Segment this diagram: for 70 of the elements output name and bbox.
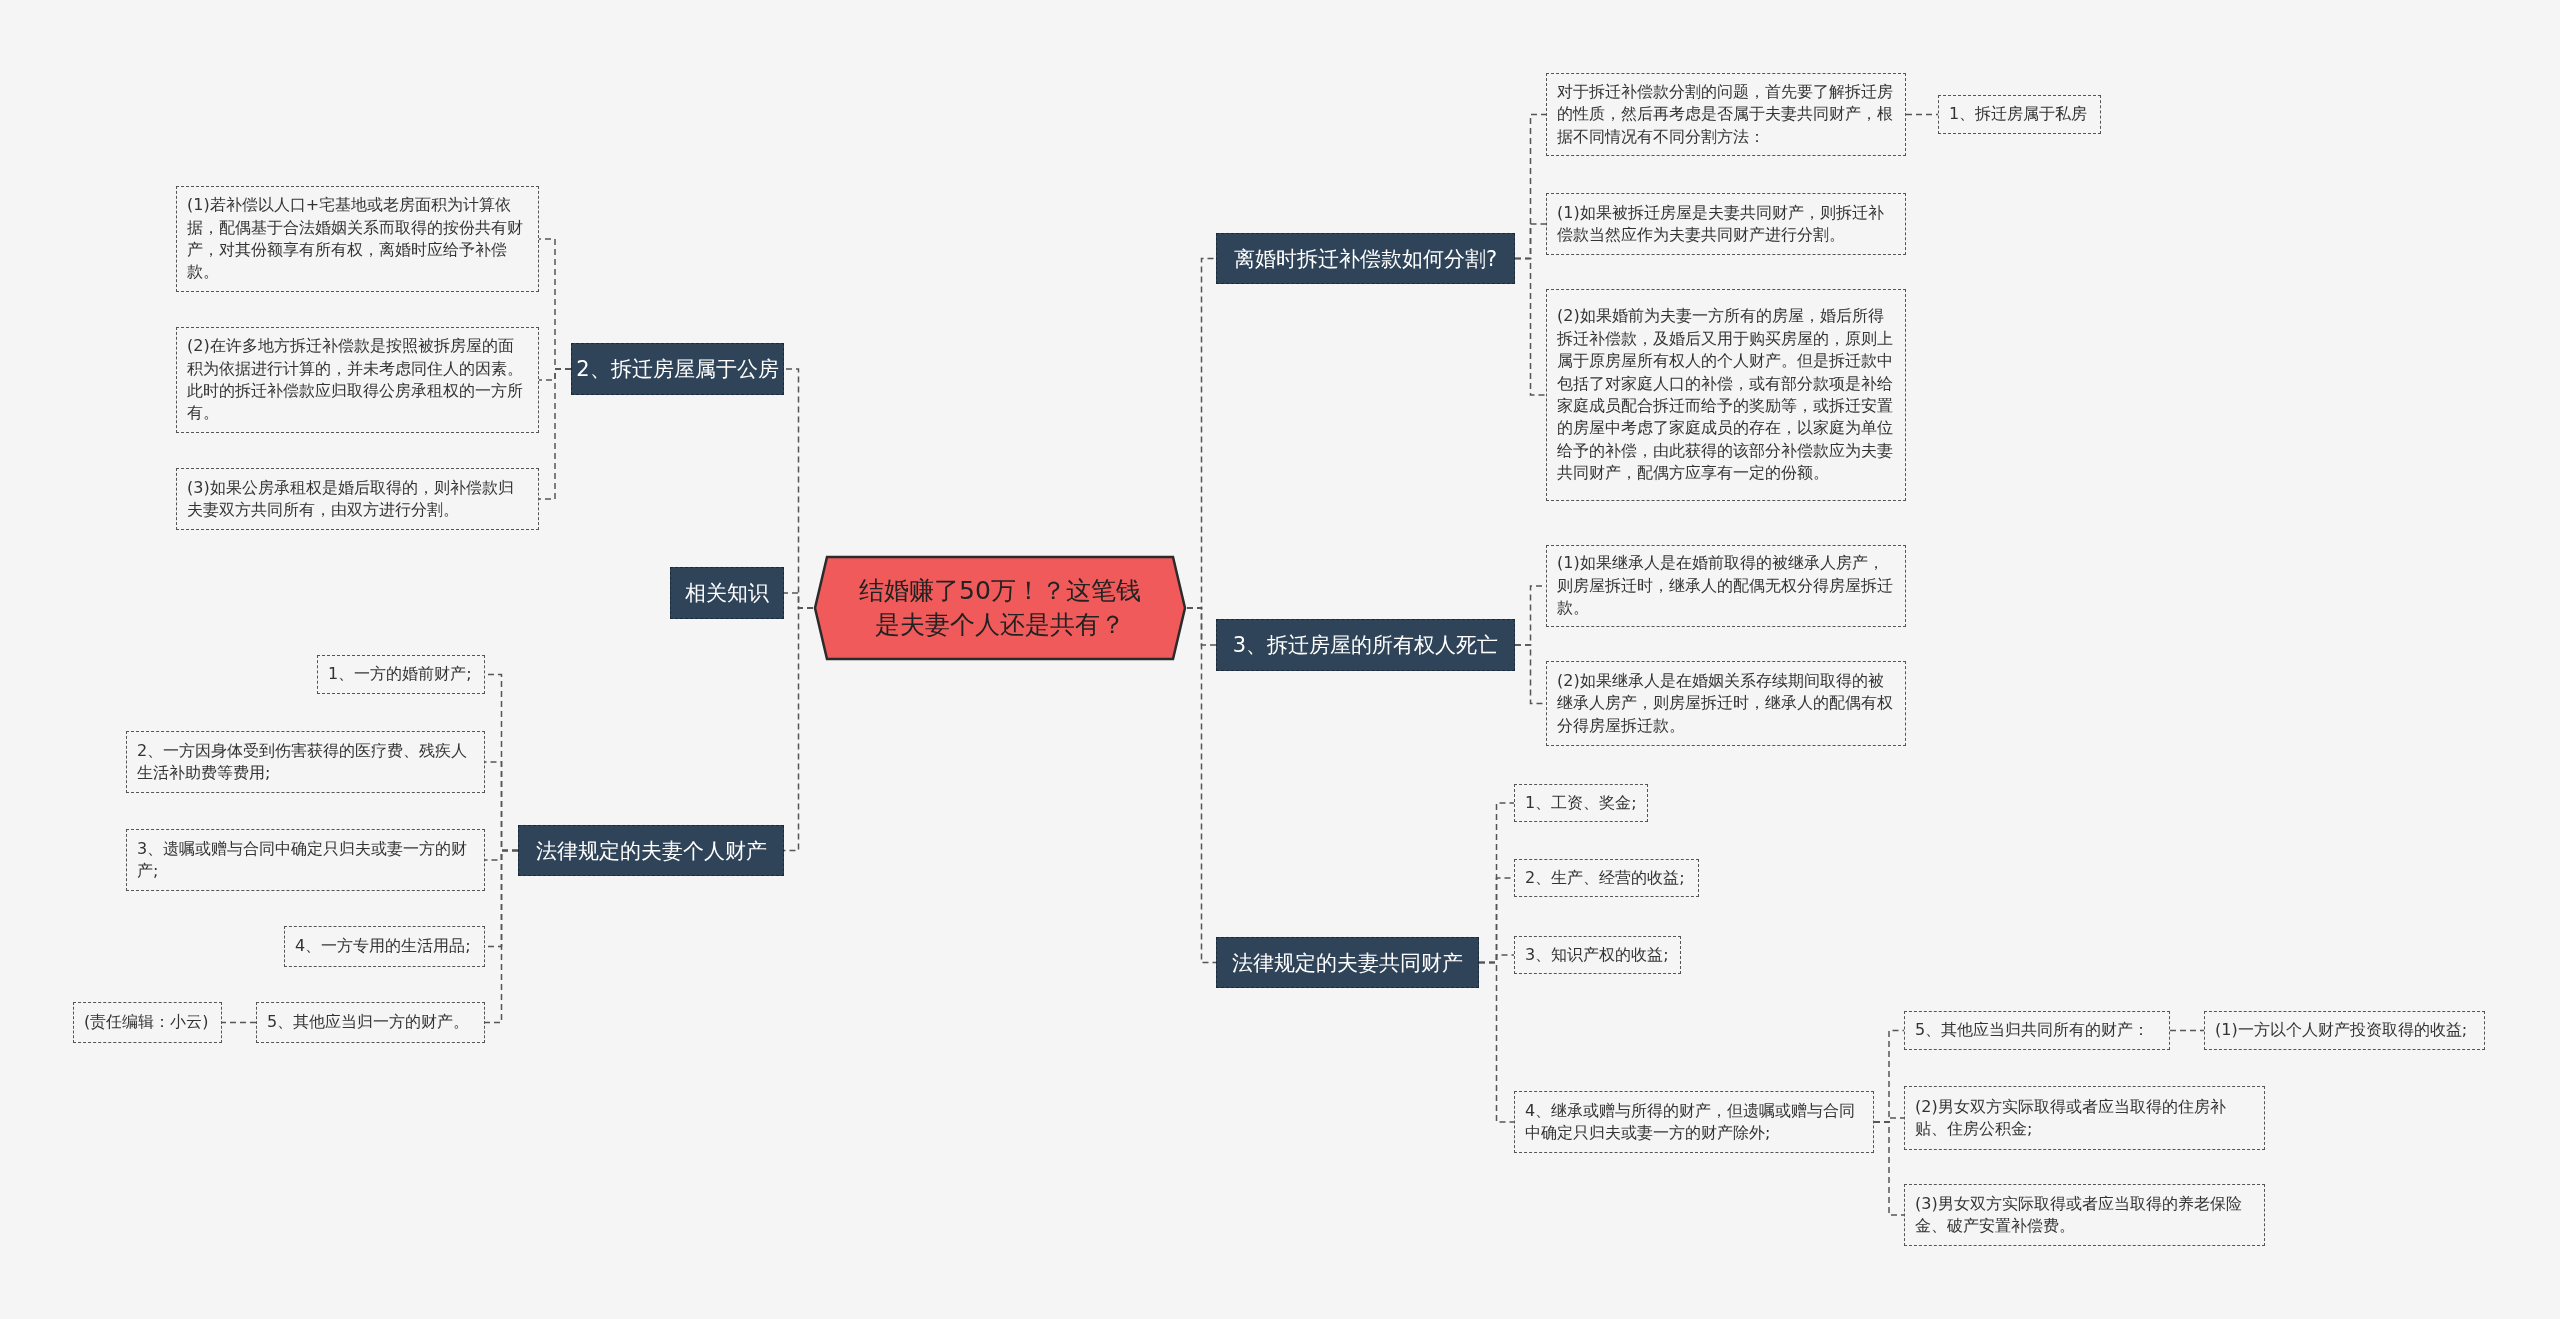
node-text: 法律规定的夫妻个人财产: [535, 837, 767, 865]
node-text: (1)如果被拆迁房屋是夫妻共同财产，则拆迁补偿款当然应作为夫妻共同财产进行分割。: [1557, 201, 1885, 246]
connector-line: [221, 1021, 257, 1024]
node-text: 3、遗嘱或赠与合同中确定只归夫或妻一方的财产;: [137, 837, 469, 882]
node-text: (3)如果公房承租权是婚后取得的，则补偿款归夫妻双方共同所有，由双方进行分割。: [187, 476, 515, 521]
note-box: [1514, 859, 1699, 897]
note-box: [73, 1002, 222, 1043]
node-text: (2)如果继承人是在婚姻关系存续期间取得的被继承人房产，则房屋拆迁时，继承人的配偶有权分得房屋拆迁款。: [1557, 669, 1894, 737]
note-box: [1546, 73, 1906, 156]
note-box: [1546, 193, 1906, 255]
topic-box: [518, 825, 784, 876]
node-text: 对于拆迁补偿款分割的问题，首先要了解拆迁房的性质，然后再考虑是否属于夫妻共同财产，根据不同情况有不同分割方法：: [1557, 80, 1894, 148]
connector-line: [1478, 961, 1515, 1123]
note-box: [1546, 545, 1906, 627]
node-text: (2)男女双方实际取得或者应当取得的住房补贴、住房公积金;: [1915, 1095, 2227, 1140]
note-box: [176, 186, 539, 292]
node-text: 2、生产、经营的收益;: [1525, 866, 1685, 889]
note-box: [1938, 95, 2101, 134]
node-text: 2、一方因身体受到伤害获得的医疗费、残疾人生活补助费等费用;: [137, 739, 469, 784]
connector-line: [2169, 1029, 2205, 1032]
node-text: (1)如果继承人是在婚前取得的被继承人房产，则房屋拆迁时，继承人的配偶无权分得房屋拆迁款。: [1557, 552, 1894, 620]
note-box: [1904, 1086, 2265, 1150]
note-box: [1904, 1184, 2265, 1246]
note-box: [1546, 661, 1906, 746]
node-text: 3、拆迁房屋的所有权人死亡: [1232, 632, 1499, 659]
topic-box: [571, 343, 784, 395]
connector-line: [1514, 257, 1547, 396]
topic-box: [670, 567, 784, 619]
node-text: 结婚赚了50万！？这笔钱是夫妻个人还是共有？: [859, 575, 1141, 641]
connector-line: [1873, 1121, 1905, 1216]
connector-line: [484, 849, 519, 1024]
note-box: [1514, 784, 1648, 822]
note-box: [1904, 1011, 2170, 1050]
connector-line: [783, 607, 814, 852]
note-box: [256, 1002, 485, 1043]
node-text: 4、继承或赠与所得的财产，但遗嘱或赠与合同中确定只归夫或妻一方的财产除外;: [1525, 1099, 1857, 1144]
node-text: 2、拆迁房屋属于公房: [576, 356, 779, 383]
topic-box: [1216, 233, 1515, 284]
node-text: 3、知识产权的收益;: [1525, 943, 1669, 966]
node-text: 离婚时拆迁补偿款如何分割?: [1233, 245, 1498, 273]
note-box: [1514, 936, 1681, 974]
note-box: [2204, 1011, 2485, 1050]
connector-line: [538, 368, 572, 500]
note-box: [317, 655, 485, 694]
node-text: (责任编辑：小云): [84, 1011, 209, 1034]
note-box: [126, 731, 485, 793]
topic-box: [1216, 937, 1479, 988]
node-text: 1、一方的婚前财产;: [328, 663, 472, 686]
node-text: 5、其他应当归一方的财产。: [267, 1011, 470, 1034]
node-text: 4、一方专用的生活用品;: [295, 935, 471, 958]
node-text: 1、工资、奖金;: [1525, 791, 1637, 814]
note-box: [176, 327, 539, 433]
node-text: (2)在许多地方拆迁补偿款是按照被拆房屋的面积为依据进行计算的，并未考虑同住人的因素。此时的拆迁补偿款应归取得公房承租权的一方所有。: [187, 335, 524, 425]
note-box: [126, 829, 485, 891]
node-text: (1)若补偿以人口+宅基地或老房面积为计算依据，配偶基于合法婚姻关系而取得的按份共有财产，对其份额享有所有权，离婚时应给予补偿款。: [187, 194, 524, 284]
node-text: (1)一方以个人财产投资取得的收益;: [2215, 1019, 2468, 1042]
note-box: [1514, 1091, 1874, 1153]
central-topic-hexagon: [813, 555, 1187, 661]
note-box: [176, 468, 539, 530]
node-text: 5、其他应当归共同所有的财产：: [1915, 1019, 2150, 1042]
note-box: [1546, 289, 1906, 501]
node-text: (2)如果婚前为夫妻一方所有的房屋，婚后所得拆迁补偿款，及婚后又用于购买房屋的，原则上属于原房屋所有权人的个人财产。但是拆迁款中包括了对家庭人口的补偿，或有部分款项是补给家庭成员配合拆迁而给予的奖励等，或拆迁安置的房屋中考虑了家庭成员的存在，以家庭为单位给予的补偿，由此获得的该部分补偿款应为夫妻共同财产，配偶方应享有一定的份额。: [1557, 305, 1894, 485]
node-text: (3)男女双方实际取得或者应当取得的养老保险金、破产安置补偿费。: [1915, 1192, 2243, 1237]
connector-line: [1905, 113, 1939, 116]
node-text: 1、拆迁房属于私房: [1949, 103, 2088, 126]
note-box: [284, 926, 485, 967]
node-text: 相关知识: [685, 580, 769, 607]
connector-line: [1186, 607, 1217, 964]
node-text: 法律规定的夫妻共同财产: [1232, 949, 1463, 977]
topic-box: [1216, 619, 1515, 671]
